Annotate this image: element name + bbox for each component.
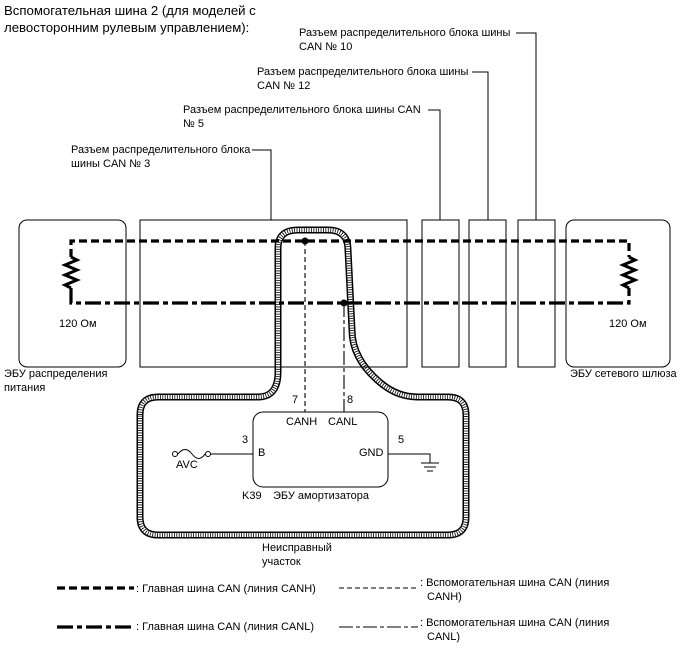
left-ecu-name-line2: питания bbox=[4, 382, 45, 394]
fault-area-outline bbox=[136, 226, 470, 539]
leader-can12 bbox=[472, 71, 489, 220]
pin-b-number: 3 bbox=[242, 434, 248, 446]
damper-ecu-name: ЭБУ амортизатора bbox=[273, 490, 370, 502]
fuse-icon bbox=[177, 449, 206, 459]
main-canh-line bbox=[69, 239, 631, 257]
ground-icon bbox=[421, 462, 439, 472]
fault-area-label-line2: участок bbox=[262, 556, 301, 568]
label-can5-line2: № 5 bbox=[183, 118, 204, 130]
legend-sub-canl-text-line2: CANL) bbox=[427, 631, 460, 643]
label-can12-line1: Разъем распределительного блока шины bbox=[257, 66, 468, 78]
label-can5-line1: Разъем распределительного блока шины CAN bbox=[183, 104, 421, 116]
leader-can3 bbox=[252, 149, 272, 220]
fault-area-label-line1: Неисправный bbox=[262, 542, 332, 554]
main-canl-line bbox=[69, 288, 631, 305]
pin-canh-number: 7 bbox=[292, 394, 298, 406]
left-resistor-label: 120 Ом bbox=[59, 318, 97, 330]
fuse-label: AVC bbox=[176, 459, 198, 471]
ground-wire bbox=[388, 453, 431, 463]
pin-canh-name: CANH bbox=[286, 416, 317, 428]
label-can3-line1: Разъем распределительного блока bbox=[71, 144, 251, 156]
right-resistor bbox=[619, 255, 639, 290]
right-ecu-box bbox=[565, 219, 671, 368]
left-resistor bbox=[61, 255, 81, 290]
diagram-title: Вспомогательная шина 2 (для моделей с ле… bbox=[4, 3, 256, 35]
label-can3-line2: шины CAN № 3 bbox=[71, 158, 150, 170]
leader-can10 bbox=[516, 32, 537, 220]
legend-sub-canl-text-line1: : Вспомогательная шина CAN (линия bbox=[420, 617, 609, 629]
pin-canl-number: 8 bbox=[347, 394, 353, 406]
label-can10-line1: Разъем распределительного блока шины bbox=[299, 27, 510, 39]
legend-main-canh-text: : Главная шина CAN (линия CANH) bbox=[136, 583, 316, 595]
legend-sub-canh-text-line1: : Вспомогательная шина CAN (линия bbox=[420, 577, 609, 589]
pin-gnd-number: 5 bbox=[398, 434, 404, 446]
fuse-terminal-right bbox=[205, 451, 211, 457]
damper-ecu-box bbox=[252, 411, 389, 488]
damper-ecu-code: K39 bbox=[242, 490, 262, 502]
label-can12-line2: CAN № 12 bbox=[257, 80, 310, 92]
junction-can3-box bbox=[139, 219, 408, 368]
left-ecu-box bbox=[18, 219, 127, 368]
pin-gnd-name: GND bbox=[359, 447, 384, 459]
legend-main-canl-text: : Главная шина CAN (линия CANL) bbox=[136, 621, 314, 633]
pin-canl-name: CANL bbox=[328, 416, 357, 428]
right-resistor-label: 120 Ом bbox=[609, 318, 647, 330]
left-ecu-name-line1: ЭБУ распределения bbox=[4, 368, 108, 380]
label-can10-line2: CAN № 10 bbox=[299, 41, 352, 53]
pin-b-name: B bbox=[258, 447, 265, 459]
legend-sub-canh-text-line2: CANH) bbox=[427, 591, 462, 603]
leader-can5 bbox=[428, 109, 441, 220]
right-ecu-name: ЭБУ сетевого шлюза bbox=[570, 368, 678, 380]
fuse-terminal-left bbox=[172, 451, 178, 457]
